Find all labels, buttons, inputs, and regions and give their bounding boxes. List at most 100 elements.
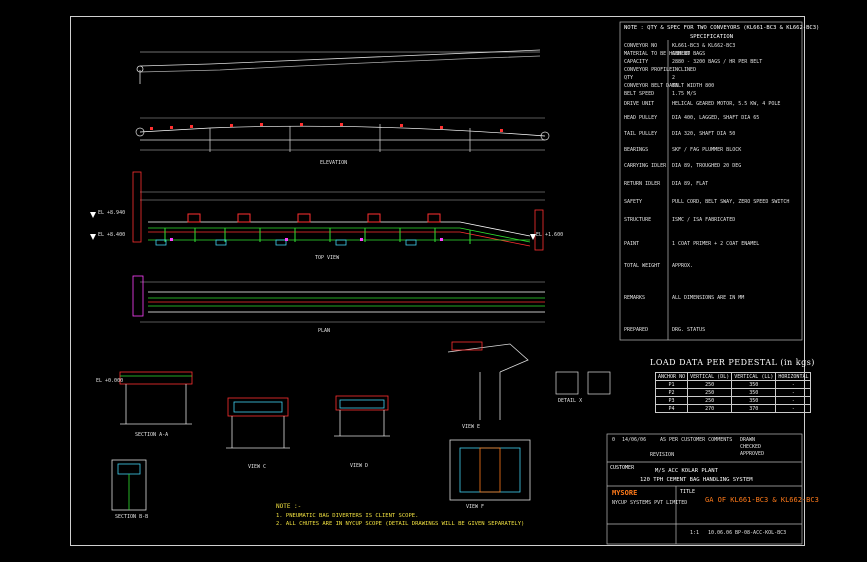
spec-value: APPROX. bbox=[672, 263, 694, 269]
note-header: NOTE : QTY & SPEC FOR TWO CONVEYORS (KL6… bbox=[624, 25, 820, 31]
notes-title: NOTE :- bbox=[276, 503, 302, 510]
view-label: VIEW E bbox=[462, 424, 481, 430]
spec-label: CAPACITY bbox=[624, 59, 649, 65]
idler-row-red bbox=[150, 123, 503, 132]
level-markers bbox=[90, 212, 536, 240]
col-header: HORIZONTAL bbox=[775, 372, 812, 381]
note-item: 1. PNEUMATIC BAG DIVERTERS IS CLIENT SCO… bbox=[276, 513, 419, 519]
level-label: EL +0.000 bbox=[96, 378, 124, 384]
col-header: ANCHOR NO bbox=[654, 372, 689, 381]
spec-value: DIA 89, TROUGHED 20 DEG bbox=[672, 163, 742, 169]
spec-label: DRIVE UNIT bbox=[624, 101, 655, 107]
revision-label: REVISION bbox=[650, 452, 675, 458]
conveyor-elevation-1 bbox=[135, 117, 550, 152]
spec-label: QTY bbox=[624, 75, 634, 81]
revision-date: 14/06/06 bbox=[622, 437, 647, 443]
checked-label: CHECKED bbox=[740, 444, 762, 450]
spec-label: TAIL PULLEY bbox=[624, 131, 658, 137]
view-label: SECTION B-B bbox=[115, 514, 149, 520]
spec-label: TOTAL WEIGHT bbox=[624, 263, 661, 269]
drawn-label: DRAWN bbox=[740, 437, 756, 443]
small-details bbox=[555, 371, 611, 395]
spec-value: ISMC / ISA FABRICATED bbox=[672, 217, 736, 223]
spec-label: REMARKS bbox=[624, 295, 646, 301]
spec-title: SPECIFICATION bbox=[690, 34, 734, 40]
revision-desc: AS PER CUSTOMER COMMENTS bbox=[660, 437, 733, 443]
spec-label: CONVEYOR BELT DATA bbox=[624, 83, 679, 89]
view-label: DETAIL X bbox=[558, 398, 583, 404]
drawing-title: GA OF KL661-BC3 & KL662-BC3 bbox=[705, 496, 819, 504]
spec-value: BELT WIDTH 800 bbox=[672, 83, 715, 89]
spec-value: SKF / FAG PLUMMER BLOCK bbox=[672, 147, 742, 153]
spec-label: CONVEYOR PROFILE bbox=[624, 67, 673, 73]
spec-value: PULL CORD, BELT SWAY, ZERO SPEED SWITCH bbox=[672, 199, 790, 205]
magenta-markers bbox=[170, 238, 443, 241]
conveyor-plan bbox=[132, 275, 545, 323]
drawing-number: BP-08-ACC-KOL-BC3 bbox=[735, 530, 787, 536]
spec-value: 2880 - 3200 BAGS / HR PER BELT bbox=[672, 59, 763, 65]
section-view-1 bbox=[119, 371, 193, 425]
chute-view bbox=[447, 341, 531, 501]
approved-label: APPROVED bbox=[740, 451, 765, 457]
company-logo: MYSORE bbox=[612, 489, 638, 497]
spec-label: CARRYING IDLER bbox=[624, 163, 667, 169]
section-view-3 bbox=[226, 397, 290, 449]
load-data-table: ANCHOR NO VERTICAL (DL) VERTICAL (LL) HO… bbox=[654, 372, 812, 413]
spec-label: PAINT bbox=[624, 241, 640, 247]
support-legs bbox=[164, 228, 471, 244]
company-sub: NYCUP SYSTEMS PVT LIMITED bbox=[612, 500, 688, 506]
level-label: EL +1.600 bbox=[536, 232, 564, 238]
spec-value: INCLINED bbox=[672, 67, 697, 73]
title-block-frame bbox=[606, 21, 803, 545]
spec-label: HEAD PULLEY bbox=[624, 115, 658, 121]
level-label: EL +8.940 bbox=[98, 210, 126, 216]
diverter-boxes bbox=[187, 213, 441, 223]
spec-label: BELT SPEED bbox=[624, 91, 655, 97]
revision-number: 0 bbox=[612, 437, 616, 443]
date-value: 10.06.06 bbox=[708, 530, 733, 536]
pedestal-blocks bbox=[155, 239, 417, 246]
spec-value: 1.75 M/S bbox=[672, 91, 697, 97]
spec-value: 2 bbox=[672, 75, 676, 81]
level-label: EL +8.400 bbox=[98, 232, 126, 238]
view-label: TOP VIEW bbox=[315, 255, 340, 261]
customer-name: M/S ACC KOLAR PLANT bbox=[655, 468, 718, 474]
section-view-4 bbox=[334, 395, 390, 437]
spec-label: SAFETY bbox=[624, 199, 643, 205]
project-name: 120 TPH CEMENT BAG HANDLING SYSTEM bbox=[640, 477, 753, 483]
spec-label: STRUCTURE bbox=[624, 217, 652, 223]
customer-label: CUSTOMER bbox=[610, 465, 635, 471]
title-label: TITLE bbox=[680, 489, 696, 495]
spec-label: BEARINGS bbox=[624, 147, 649, 153]
col-header: VERTICAL (LL) bbox=[731, 372, 777, 381]
scale-value: 1:1 bbox=[690, 530, 700, 536]
spec-value: 1 COAT PRIMER + 2 COAT ENAMEL bbox=[672, 241, 760, 247]
conveyor-profile-top bbox=[136, 49, 541, 84]
spec-value: KL661-BC3 & KL662-BC3 bbox=[672, 43, 736, 49]
spec-label: CONVEYOR NO bbox=[624, 43, 658, 49]
spec-label: MATERIAL TO BE HANDLED bbox=[624, 51, 691, 57]
spec-label: PREPARED bbox=[624, 327, 649, 333]
view-label: VIEW F bbox=[466, 504, 485, 510]
col-header: VERTICAL (DL) bbox=[687, 372, 733, 381]
view-label: ELEVATION bbox=[320, 160, 348, 166]
view-label: VIEW D bbox=[350, 463, 369, 469]
spec-value: DRG. STATUS bbox=[672, 327, 706, 333]
spec-value: DIA 89, FLAT bbox=[672, 181, 709, 187]
view-label: VIEW C bbox=[248, 464, 267, 470]
view-label: SECTION A-A bbox=[135, 432, 169, 438]
spec-value: HELICAL GEARED MOTOR, 5.5 KW, 4 POLE bbox=[672, 101, 781, 107]
spec-value: DIA 320, SHAFT DIA 50 bbox=[672, 131, 736, 137]
load-data-title: LOAD DATA PER PEDESTAL (in kgs) bbox=[650, 358, 815, 367]
spec-label: RETURN IDLER bbox=[624, 181, 661, 187]
spec-value: CEMENT BAGS bbox=[672, 51, 706, 57]
note-item: 2. ALL CHUTES ARE IN NYCUP SCOPE (DETAIL… bbox=[276, 521, 525, 527]
spec-value: ALL DIMENSIONS ARE IN MM bbox=[672, 295, 745, 301]
drawing-sheet bbox=[70, 16, 805, 546]
section-view-2 bbox=[111, 459, 147, 511]
